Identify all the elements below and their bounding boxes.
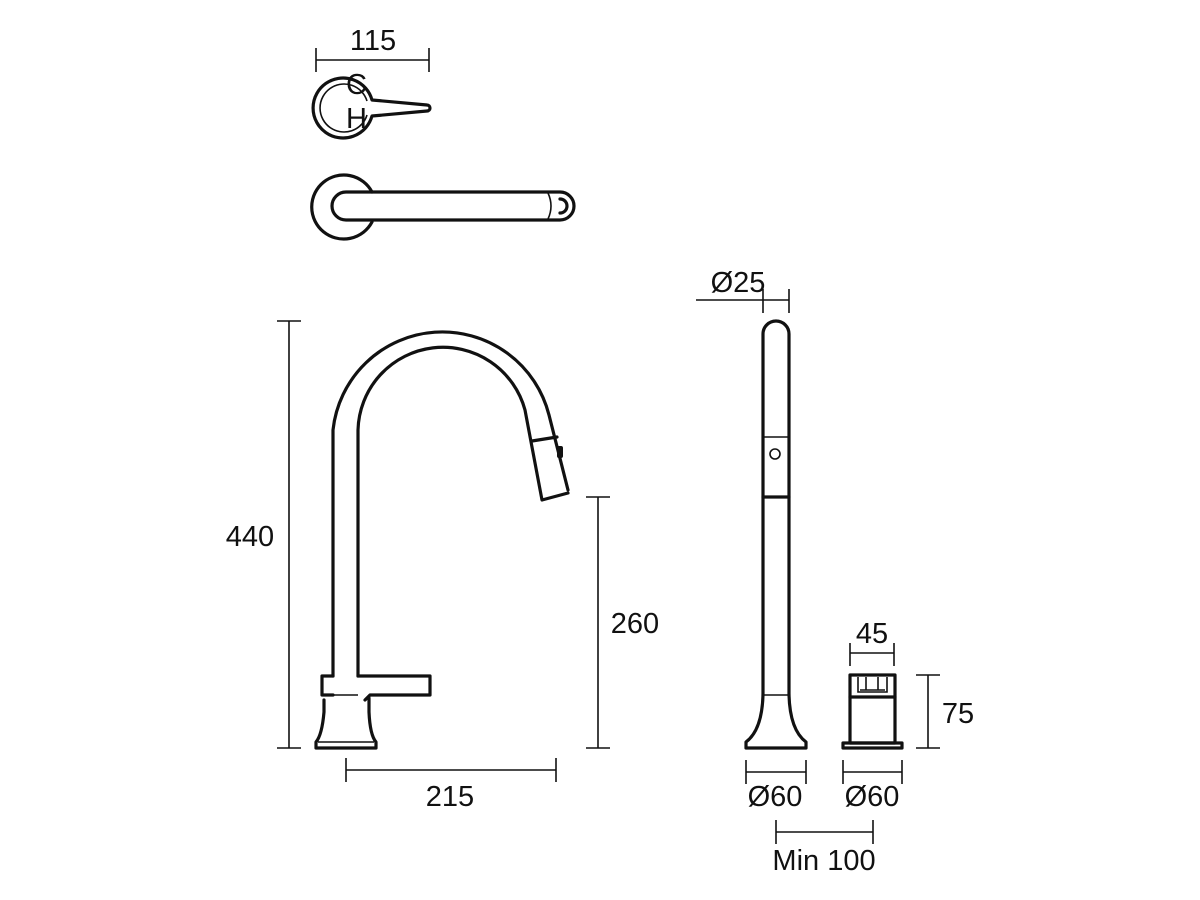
dim-115: 115 [315,25,430,72]
dim-215: 215 [345,758,557,813]
dim-label-o60-handle: Ø60 [845,781,900,813]
dim-o25: Ø25 [696,267,790,313]
dim-label-115: 115 [350,25,396,57]
handle-side-view [841,673,904,750]
dim-label-45: 45 [856,618,888,650]
spout-top-view [310,173,576,241]
dim-label-min-100: Min 100 [772,845,875,877]
dim-label-440: 440 [226,521,274,553]
dim-260: 260 [586,496,659,749]
dim-75: 75 [916,674,974,749]
cold-marking: C [346,69,367,101]
dim-label-o60-spout: Ø60 [748,781,803,813]
dim-label-o25: Ø25 [711,267,766,299]
spout-side-view [744,319,808,750]
dim-o60-spout: Ø60 [745,760,807,813]
dim-label-260: 260 [611,608,659,640]
dim-min-100: Min 100 [772,820,876,877]
hot-marking: H [346,103,367,135]
dim-label-215: 215 [426,781,474,813]
faucet-front-view [314,330,570,750]
dim-440: 440 [226,320,301,749]
dim-45: 45 [849,618,895,666]
dim-label-75: 75 [942,698,974,730]
handle-top-view: C H [311,69,432,140]
dim-o60-handle: Ø60 [842,760,903,813]
